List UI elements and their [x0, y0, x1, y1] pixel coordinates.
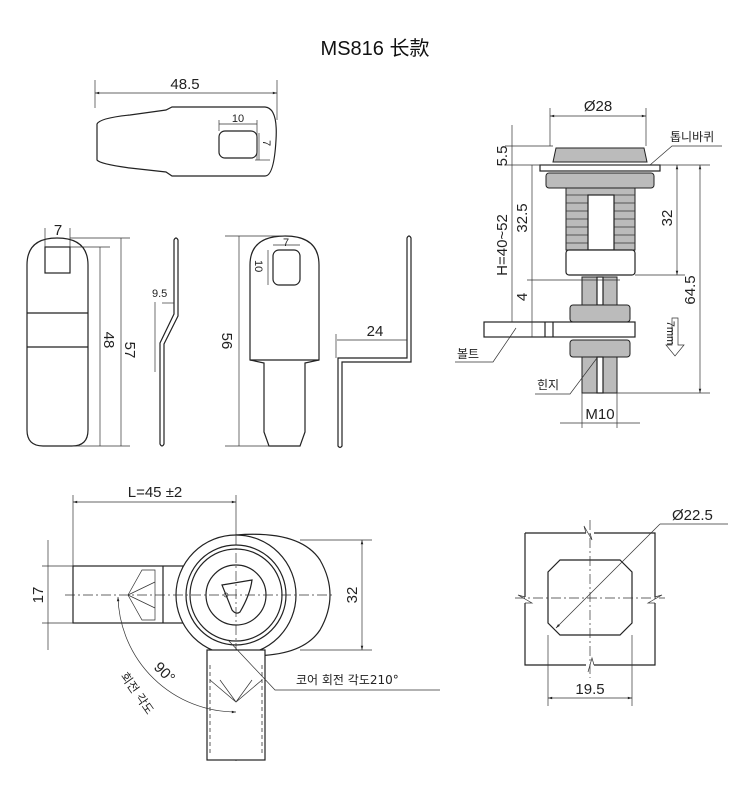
drawing-title: MS816 长款 [321, 37, 430, 60]
bracket-view: 24 [335, 235, 412, 449]
label-gear: 톱니바퀴 [670, 130, 714, 144]
panel-cutout-view: Ø22.5 19.5 [515, 507, 728, 706]
dim-diameter-28: Ø28 [584, 98, 612, 115]
dim-5-5: 5.5 [494, 146, 511, 167]
dim-9-5: 9.5 [152, 288, 167, 300]
dim-48: 48 [100, 332, 117, 349]
label-bolt: 볼트 [457, 347, 479, 361]
top-cam-view: 48.5 10 7 [94, 76, 278, 177]
down-arrow-icon [665, 317, 685, 357]
dim-64-5: 64.5 [682, 275, 699, 304]
offset-7mm: 7mm [664, 321, 676, 345]
assembly-view: Ø28 5.5 32.5 H=40~52 4 32 64.5 M10 [455, 98, 722, 428]
dim-10: 10 [232, 113, 244, 125]
angle-label: 회전 각도 [118, 670, 157, 717]
angle-90: 90° [150, 659, 178, 687]
dim-7-front: 7 [54, 222, 62, 239]
dim-32-bottom: 32 [344, 587, 361, 604]
dim-48-5: 48.5 [170, 76, 199, 93]
dim-m10: M10 [585, 406, 614, 423]
dim-17: 17 [30, 587, 47, 604]
dim-4: 4 [514, 293, 531, 301]
core-rotation-label: 코어 회전 각도210° [296, 673, 399, 687]
front-cam-view: 7 48 57 [26, 222, 138, 447]
dim-7-top: 7 [260, 140, 272, 146]
dim-19-5: 19.5 [575, 681, 604, 698]
side-profile-view: 9.5 [152, 237, 179, 447]
cam2-view: 7 10 56 [218, 235, 320, 447]
dim-32: 32 [659, 210, 676, 227]
dim-32-5: 32.5 [514, 203, 531, 232]
dim-length-l: L=45 ±2 [128, 484, 183, 501]
label-hinge: 힌지 [537, 378, 559, 392]
dim-grip-range: H=40~52 [494, 214, 511, 276]
dim-diameter-22-5: Ø22.5 [672, 507, 713, 524]
dim-56: 56 [218, 333, 235, 350]
dim-57: 57 [121, 342, 138, 359]
dim-10-cam2: 10 [252, 260, 264, 272]
dim-24: 24 [367, 323, 384, 340]
dim-7-cam2: 7 [283, 237, 289, 249]
bottom-rotation-view: L=45 ±2 32 17 90° 회전 각도 코어 회전 각도210° [30, 484, 440, 762]
